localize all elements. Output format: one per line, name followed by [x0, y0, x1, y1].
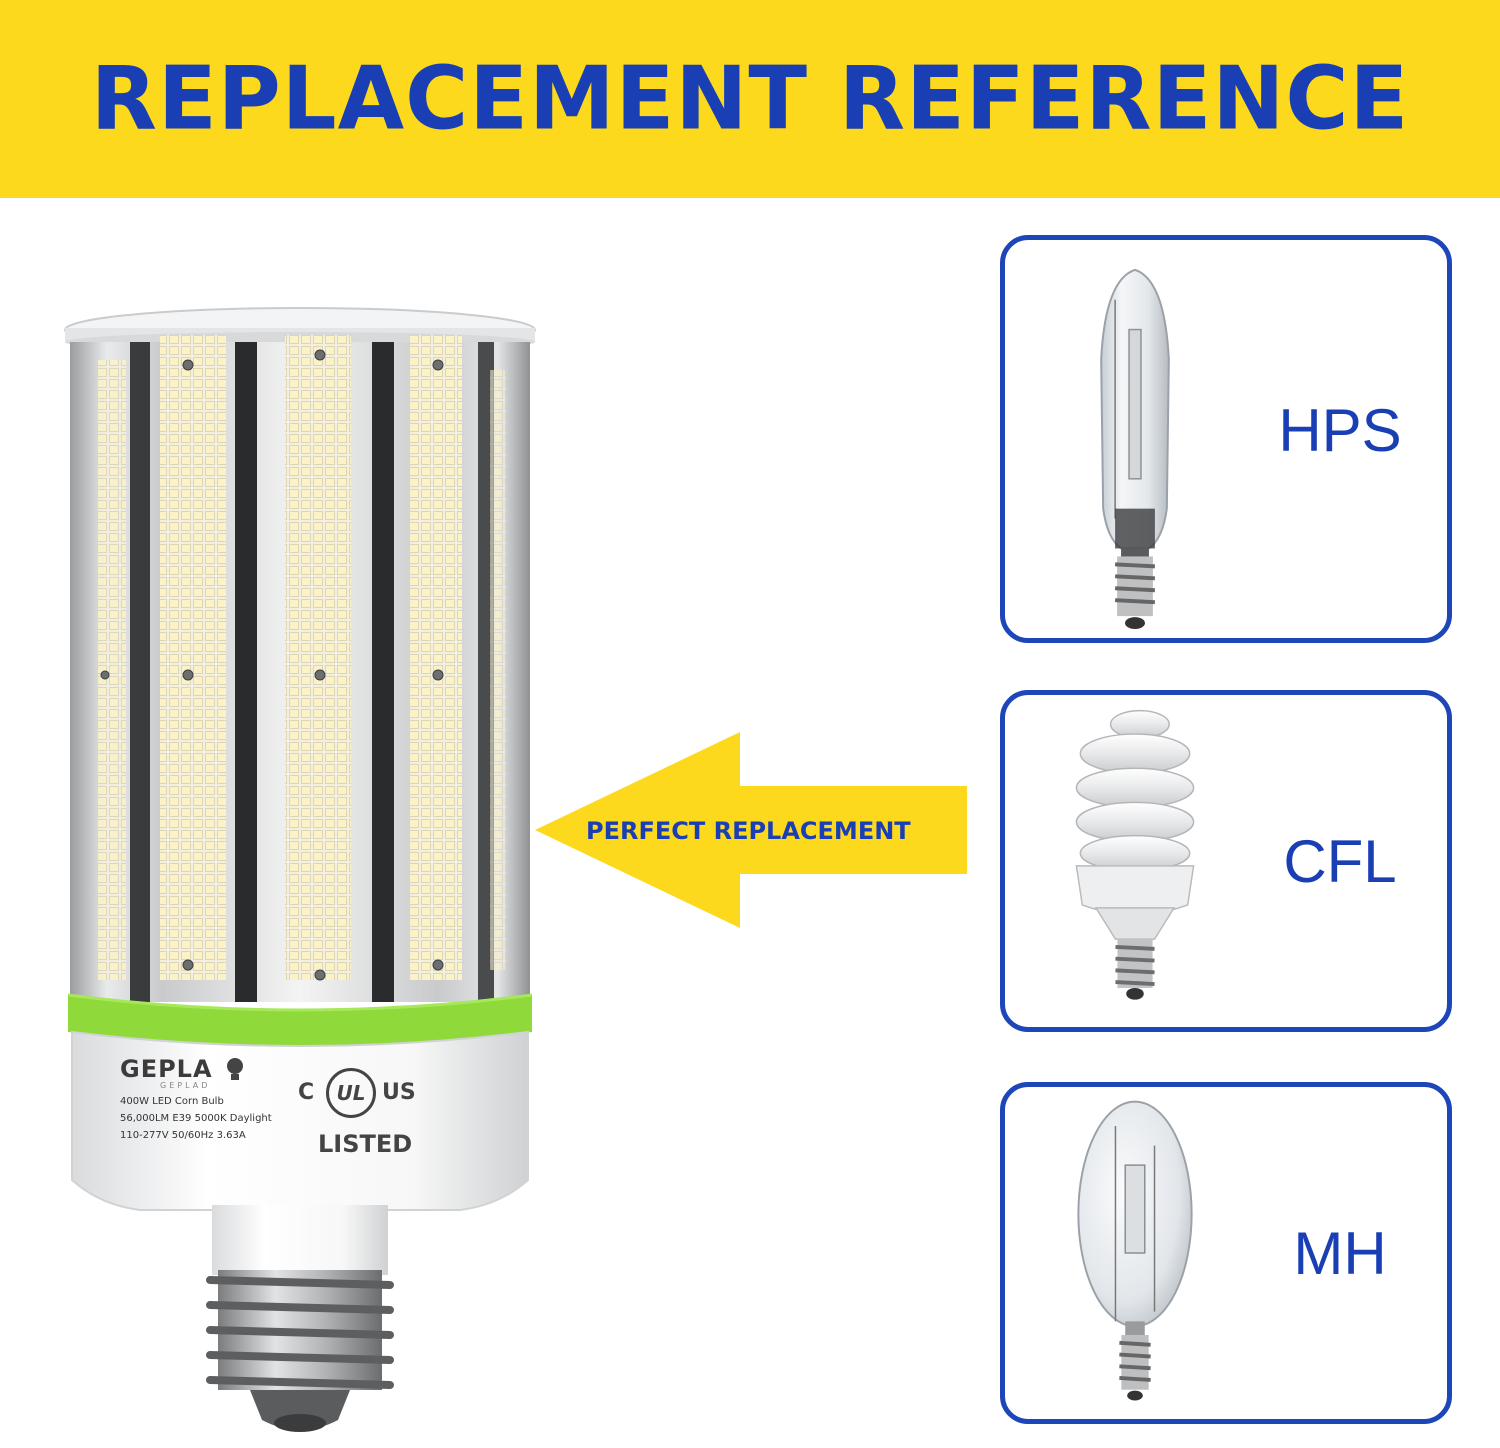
hps-bulb-image [1100, 268, 1170, 630]
ul-letters: UL [336, 1081, 366, 1105]
ul-circle-icon: UL [326, 1068, 376, 1118]
led-corn-bulb-image [64, 307, 536, 1432]
ul-listed-mark: C UL US LISTED [298, 1066, 448, 1166]
spec-line-1: 400W LED Corn Bulb [120, 1096, 224, 1107]
arrow-left-icon [535, 732, 967, 928]
page-title: REPLACEMENT REFERENCE [90, 48, 1410, 150]
replacement-card-cfl: CFL [1000, 690, 1452, 1032]
spec-line-3: 110-277V 50/60Hz 3.63A [120, 1130, 246, 1141]
replacement-label-mh: MH [1293, 1220, 1387, 1287]
header-banner: REPLACEMENT REFERENCE [0, 0, 1500, 198]
spec-line-2: 56,000LM E39 5000K Daylight [120, 1113, 272, 1124]
brand-logo-text: GEPLA [120, 1055, 213, 1083]
mh-bulb-image [1077, 1100, 1193, 1401]
arrow-label: PERFECT REPLACEMENT [586, 817, 911, 845]
product-label: GEPLA GEPLAD 400W LED Corn Bulb 56,000LM… [120, 1055, 320, 1141]
ul-us-letters: US [382, 1080, 416, 1105]
replacement-label-hps: HPS [1278, 397, 1402, 464]
ul-c-letter: C [298, 1080, 315, 1105]
ul-listed-text: LISTED [318, 1130, 413, 1158]
replacement-card-hps: HPS [1000, 235, 1452, 643]
replacement-label-cfl: CFL [1283, 828, 1397, 895]
cfl-bulb-image [1075, 709, 1195, 1000]
replacement-card-mh: MH [1000, 1082, 1452, 1424]
brand-subtext: GEPLAD [160, 1081, 211, 1090]
